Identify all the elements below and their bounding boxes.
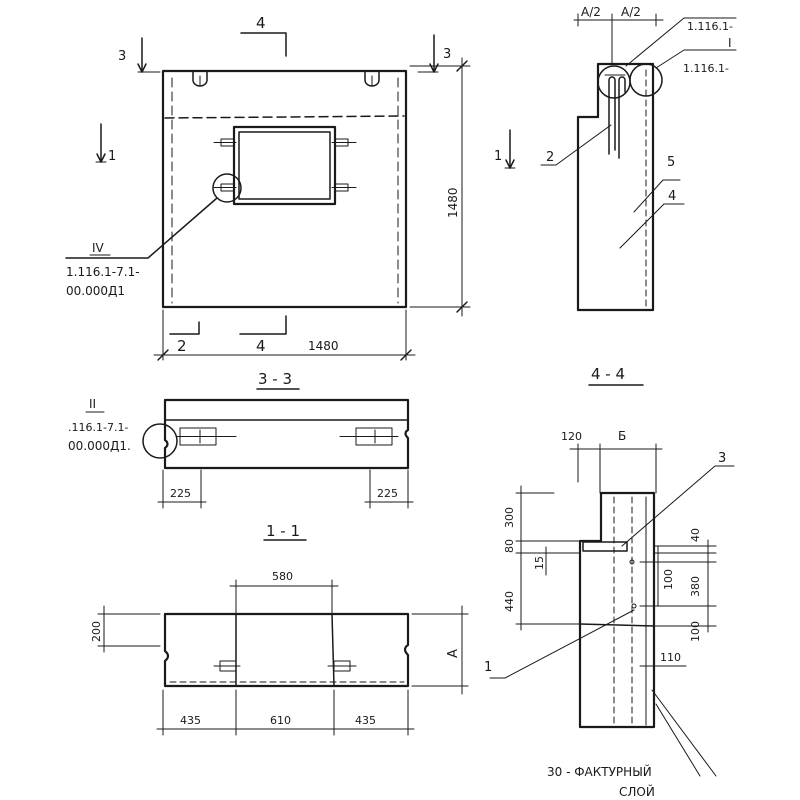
- cut-4-top-marker: [240, 32, 287, 57]
- s11-dim-bottom-value-1: 435: [180, 714, 201, 727]
- side-ref-bottom-leader: [655, 49, 737, 69]
- side-view-loop: [608, 76, 626, 159]
- callout-ii-ref-line2: 00.000Д1.: [68, 439, 131, 453]
- cut-3-left-label: 3: [118, 49, 126, 64]
- s44-dim-440: 440: [503, 591, 516, 612]
- s44-dim-120: 120: [561, 430, 582, 443]
- cut-4-bottom-label: 4: [256, 337, 266, 355]
- front-view: IV 1.116.1-7.1- 00.000Д1 4 3 3 1 2 4 1: [65, 14, 471, 361]
- section-4-4-outline: [578, 491, 656, 729]
- s44-dim-80: 80: [503, 539, 516, 553]
- s44-dim-300: 300: [503, 507, 516, 528]
- side-ref-bottom: 1.116.1-: [683, 62, 729, 75]
- s44-label-1: 1: [484, 660, 492, 675]
- s44-dim-40: 40: [689, 528, 702, 542]
- side-label-5: 5: [667, 155, 675, 170]
- s44-label-3-leader: [621, 465, 735, 547]
- s44-note-line1: 30 - ФАКТУРНЫЙ: [547, 764, 652, 779]
- cut-1-right-label: 1: [494, 149, 502, 164]
- section-3-3-anchors: [175, 427, 399, 446]
- detail-circle-i-right: [629, 63, 663, 97]
- s44-label-3: 3: [718, 451, 726, 466]
- dim-height-tick-top: [456, 60, 468, 72]
- s44-note-leader-1: [651, 689, 717, 777]
- cut-1-left-label: 1: [108, 149, 116, 164]
- detail-circle-iv: [212, 173, 242, 203]
- section-1-1: 1 - 1 580 200 А 435 610 435: [90, 522, 469, 736]
- callout-iv-ref-line2: 00.000Д1: [66, 284, 125, 298]
- s11-dim-bottom-value-3: 435: [355, 714, 376, 727]
- section-4-4-title: 4 - 4: [591, 365, 625, 383]
- s11-dim-bottom-value-2: 610: [270, 714, 291, 727]
- dim-height-tick-bottom: [456, 301, 468, 313]
- opening-inner: [238, 131, 331, 200]
- detail-circle-ii: [142, 423, 178, 459]
- cut-4-bottom-marker: [239, 315, 287, 335]
- s11-dim-right-value: А: [446, 649, 461, 658]
- cut-2-bottom-marker: [169, 321, 200, 335]
- section-1-1-anchors: [213, 660, 357, 672]
- callout-iv-ref-line1: 1.116.1-7.1-: [66, 265, 140, 279]
- callout-iv-number: IV: [92, 241, 105, 255]
- s33-dim-left-value: 225: [170, 487, 191, 500]
- side-label-4-leader: [619, 203, 685, 249]
- section-3-3-outline: [163, 398, 410, 470]
- cut-4-top-label: 4: [256, 14, 266, 32]
- s44-dim-100-lower: 100: [689, 621, 702, 642]
- s44-note-line2: СЛОЙ: [619, 784, 655, 799]
- s44-point-1: [631, 603, 637, 609]
- callout-ii-ref-line1: .116.1-7.1-: [68, 421, 128, 434]
- section-1-1-outline: [163, 612, 410, 688]
- side-label-5-leader: [633, 179, 681, 213]
- s44-embedded-plate: [582, 541, 628, 552]
- side-label-2-leader: [540, 124, 612, 166]
- s44-label-1-leader: [489, 609, 635, 679]
- cut-2-bottom-label: 2: [177, 337, 187, 355]
- s44-dim-15: 15: [533, 556, 546, 570]
- leader-iv: [65, 197, 218, 259]
- s44-dim-b: Б: [618, 429, 626, 443]
- s11-dim-left-value: 200: [90, 621, 103, 642]
- s33-dim-right-value: 225: [377, 487, 398, 500]
- front-top-hidden-line: [164, 115, 405, 119]
- s11-dim-top-value: 580: [272, 570, 293, 583]
- dim-height-value: 1480: [446, 187, 460, 218]
- front-panel-outline: [161, 69, 408, 309]
- s44-point-2: [629, 559, 635, 565]
- s44-joint-line: [579, 623, 655, 627]
- s44-dim-100-upper: 100: [662, 569, 675, 590]
- side-dim-a-half-right: A/2: [621, 5, 641, 19]
- side-ref-number: I: [728, 36, 732, 50]
- side-ref-top-leader: [625, 17, 737, 67]
- section-3-3-title: 3 - 3: [258, 370, 292, 388]
- s44-dim-380: 380: [689, 576, 702, 597]
- section-4-4: 4 - 4 120 Б 3 300 80 15 440: [484, 365, 735, 799]
- dim-width-value: 1480: [308, 339, 339, 353]
- side-dim-a-half-left: A/2: [581, 5, 601, 19]
- dim-width-tick-right: [400, 349, 412, 361]
- section-1-1-title: 1 - 1: [266, 522, 300, 540]
- s44-note-leader-2: [655, 703, 701, 777]
- s44-dim-110: 110: [660, 651, 681, 664]
- opening-outer: [232, 125, 337, 206]
- side-view-outline: [576, 62, 655, 312]
- side-label-2: 2: [546, 150, 554, 165]
- side-label-4: 4: [668, 189, 676, 204]
- cut-3-right-label: 3: [443, 47, 451, 62]
- section-1-1-opening-right: [331, 613, 335, 687]
- callout-ii-number: II: [89, 397, 96, 411]
- dim-width-tick-left: [157, 349, 169, 361]
- side-view: A/2 A/2 1.116.1- I 1.116.1- 1 2 5 4: [494, 5, 737, 312]
- embedded-anchors: [213, 138, 357, 192]
- side-ref-top: 1.116.1-: [687, 20, 733, 33]
- section-3-3: 3 - 3 II .116.1-7.1- 00.000Д1. 225 225: [68, 370, 414, 509]
